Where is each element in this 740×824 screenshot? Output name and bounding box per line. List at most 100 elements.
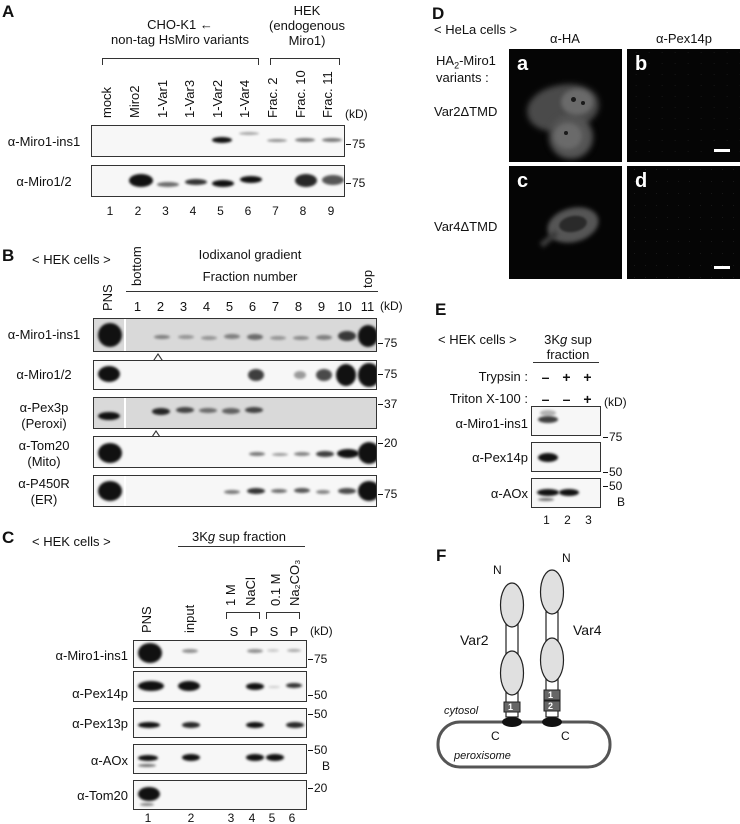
panel-a-group2-line2: (endogenous — [269, 17, 345, 33]
panel-e-title-rule — [533, 362, 599, 363]
panel-a-lane-label: Frac. 2 — [265, 77, 280, 118]
panel-e-fraction-title: 3Kg sup fraction — [534, 332, 602, 363]
fraction-number: 3 — [179, 299, 188, 314]
panel-d-construct-line2: variants : — [436, 69, 489, 85]
panel-c-nacl-2: NaCl — [243, 577, 258, 606]
panel-a-lane-label: 1-Var3 — [182, 79, 197, 118]
panel-c-marker: 50 — [307, 743, 328, 757]
panel-e-marker: 50 — [602, 465, 623, 479]
panel-a-marker: 75 — [345, 137, 366, 151]
peroxisome-membrane — [436, 720, 612, 769]
panel-b-fraction-numbers: 1 2 3 4 5 6 7 8 9 10 11 — [126, 299, 379, 314]
panel-a-row-label: α-Miro1-ins1 — [7, 134, 81, 149]
title-part: sup fraction — [215, 529, 286, 544]
panel-a-group1-line1: CHO-K1 ← — [147, 17, 213, 32]
panel-b-row-label: α-Pex3p (Peroxi) — [2, 400, 86, 431]
panel-d-construct: HA2-Miro1 variants : — [436, 53, 496, 86]
micro-sub-label: d — [635, 170, 648, 192]
panel-c-fraction-title: 3Kg sup fraction — [192, 529, 286, 545]
panel-f-label: F — [436, 546, 447, 565]
lane-number: 9 — [327, 204, 335, 218]
sp-label: S — [229, 624, 239, 639]
var4-gtpase-1 — [539, 569, 565, 615]
panel-c-lane-input: input — [182, 604, 197, 633]
panel-e-kd-unit: (kD) — [604, 395, 627, 409]
panel-e-marker: 50 — [602, 479, 623, 493]
panel-e-cell-label: < HEK cells > — [438, 332, 517, 347]
panel-c-row-label: α-Miro1-ins1 — [55, 648, 128, 663]
var4-gtpase-2 — [539, 637, 565, 683]
panel-b-kd-unit: (kD) — [380, 299, 403, 313]
panel-b-cell-label: < HEK cells > — [32, 252, 111, 267]
panel-c-lane-numbers: 1 2 3 4 5 6 — [136, 811, 302, 824]
var4-insert-2 — [543, 700, 561, 712]
lane-number: 6 — [244, 204, 252, 218]
var4-n-term: N — [562, 551, 571, 565]
panel-b-marker: 75 — [377, 367, 398, 381]
panel-b-row-label: α-Miro1/2 — [16, 367, 72, 382]
trypsin-value: – — [541, 369, 550, 385]
title-part: 3K — [544, 332, 561, 347]
panel-c-na2co3-1: 0.1 M — [268, 573, 283, 606]
panel-d-row2: Var4ΔTMD — [434, 219, 498, 234]
panel-e-row-label: α-Miro1-ins1 — [455, 416, 528, 431]
panel-a-lane-label: Miro2 — [127, 85, 142, 118]
panel-b-blot-p450r — [93, 475, 377, 507]
row-sub: (ER) — [30, 491, 58, 507]
panel-e-blot-miro1-ins1 — [531, 406, 601, 436]
lane-number: 3 — [227, 811, 235, 824]
panel-c-na2co3-2: Na₂CO₃ — [287, 559, 302, 606]
panel-e-aox-b: B — [617, 495, 626, 509]
panel-c-sp-labels: S P S P — [224, 624, 304, 639]
panel-d-col-ha: α-HA — [550, 31, 580, 46]
panel-a-kd-unit: (kD) — [345, 107, 368, 121]
panel-c-blot-aox — [133, 744, 307, 774]
panel-c-row-label: α-Pex14p — [72, 686, 128, 701]
panel-c-blot-tom20 — [133, 780, 307, 810]
fraction-number: 4 — [202, 299, 211, 314]
lane-number: 1 — [144, 811, 152, 824]
insert-label-var2: 1 — [508, 702, 514, 712]
panel-a-lane-label: 1-Var4 — [237, 79, 252, 118]
var2-label: Var2 — [460, 632, 489, 648]
panel-c-marker: 50 — [307, 688, 328, 702]
trypsin-value: + — [583, 369, 592, 385]
panel-c-label: C — [2, 528, 15, 547]
panel-d-cell-label: < HeLa cells > — [434, 22, 518, 37]
panel-e-row-label: α-Pex14p — [472, 450, 528, 465]
panel-d-label: D — [432, 4, 445, 23]
panel-d-row1: Var2ΔTMD — [434, 104, 498, 119]
panel-d-construct-line1: HA2-Miro1 — [436, 53, 496, 71]
var4-tmd — [542, 717, 562, 727]
panel-c-bracket-nacl — [226, 612, 260, 619]
panel-d-col-pex14: α-Pex14p — [656, 31, 712, 46]
panel-a-lane-numbers: 1 2 3 4 5 6 7 8 9 — [96, 204, 345, 218]
fraction-number: 9 — [317, 299, 326, 314]
title-line2: fraction — [546, 346, 590, 362]
panel-c-bracket-na2co3 — [266, 612, 300, 619]
panel-b-blot-tom20 — [93, 436, 377, 468]
panel-c-blot-pex14p — [133, 671, 307, 702]
lane-number: 1 — [543, 513, 550, 527]
panel-a-lane-label: 1-Var1 — [155, 79, 170, 118]
panel-b-blot-miro1-2 — [93, 360, 377, 390]
fraction-number: 7 — [271, 299, 280, 314]
miro-topology-diagram — [436, 569, 612, 769]
panel-b-arrowhead-1 — [152, 353, 164, 362]
lane-number: 7 — [272, 204, 279, 218]
title-g: g — [560, 332, 568, 347]
micrograph-a-ha-var2: a — [509, 49, 622, 162]
fraction-number: 6 — [248, 299, 257, 314]
var2-gtpase-2 — [499, 650, 525, 696]
panel-b-gradient-title: Iodixanol gradient — [198, 247, 302, 262]
panel-a-label: A — [2, 2, 15, 21]
panel-c-row-label: α-AOx — [90, 753, 128, 768]
panel-a-blot-miro1-ins1 — [91, 125, 345, 157]
fraction-number: 10 — [337, 299, 352, 314]
fraction-number: 8 — [294, 299, 303, 314]
lane-number: 2 — [564, 513, 571, 527]
title-g: g — [207, 529, 216, 544]
sp-label: P — [249, 624, 259, 639]
panel-a-lane-label: Frac. 10 — [293, 70, 308, 118]
panel-b-pns-label: PNS — [100, 284, 115, 311]
